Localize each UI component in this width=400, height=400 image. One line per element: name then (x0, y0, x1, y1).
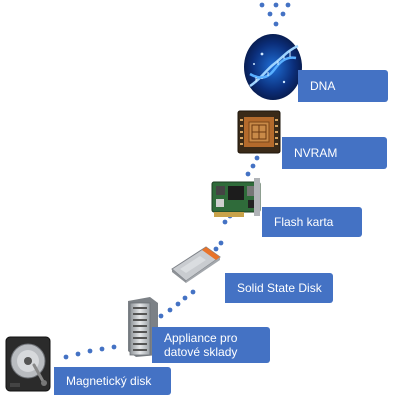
path-dot (245, 171, 251, 177)
stage-label-flash: Flash karta (262, 207, 362, 237)
path-dot (280, 11, 286, 17)
path-dot (213, 246, 219, 252)
path-dot (190, 289, 196, 295)
path-dot (259, 2, 265, 8)
path-dot (254, 155, 260, 161)
stage-label-appliance: Appliance pro datové sklady (152, 327, 270, 363)
stage-label-nvram: NVRAM (282, 137, 387, 169)
path-dot (158, 313, 164, 319)
chip-icon (236, 109, 282, 155)
stage-label-ssd: Solid State Disk (225, 273, 333, 303)
path-dot (182, 295, 188, 301)
path-dot (99, 346, 105, 352)
path-dot (87, 348, 93, 354)
stage-label-magneticky-disk: Magnetický disk (54, 367, 171, 395)
path-dot (222, 219, 228, 225)
path-dot (273, 21, 279, 27)
path-dot (175, 301, 181, 307)
path-dot (63, 354, 69, 360)
path-dot (75, 351, 81, 357)
server-appliance-icon (124, 297, 160, 357)
stage-label-dna: DNA (298, 70, 388, 102)
path-dot (111, 344, 117, 350)
flash-card-icon (210, 178, 262, 218)
path-dot (267, 11, 273, 17)
path-dot (167, 307, 173, 313)
dna-icon (244, 34, 302, 100)
path-dot (285, 2, 291, 8)
ssd-icon (170, 245, 222, 283)
hard-disk-icon (4, 335, 54, 393)
path-dot (250, 163, 256, 169)
path-dot (218, 240, 224, 246)
path-dot (273, 2, 279, 8)
